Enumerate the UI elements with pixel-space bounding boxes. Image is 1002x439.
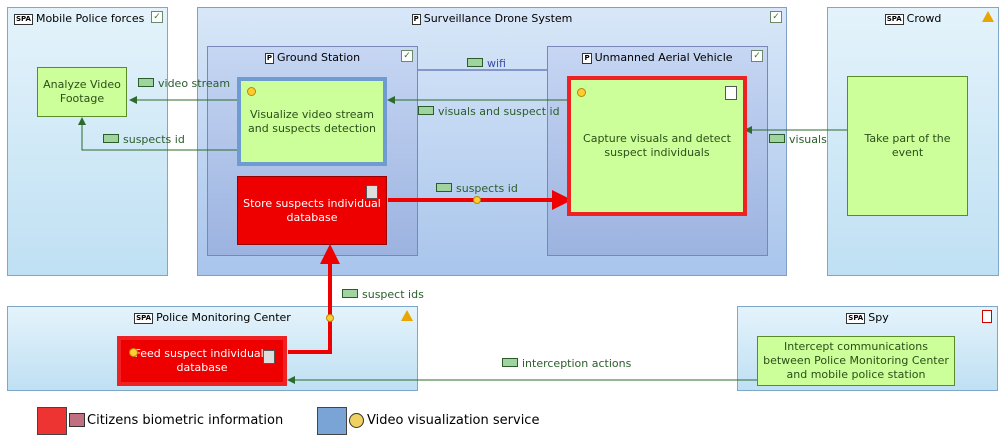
status-dot-icon (129, 348, 138, 357)
legend-label-video-visualization: Video visualization service (367, 413, 540, 428)
exchange-label-suspect-ids: suspect ids (342, 288, 424, 301)
warning-icon (401, 310, 413, 321)
function-capture-visuals[interactable]: Capture visuals and detect suspect indiv… (567, 76, 747, 216)
check-icon: ✓ (751, 50, 763, 62)
port-icon (436, 183, 452, 192)
actor-label: Mobile Police forces (35, 12, 145, 25)
link-dot (473, 196, 481, 204)
function-label: Store suspects individual database (243, 196, 381, 224)
exchange-label-video-stream: video stream (138, 77, 230, 90)
subsystem-tag: P (582, 53, 592, 64)
exchange-label-visuals-and-suspect-id: visuals and suspect id (418, 105, 560, 118)
function-visualize-video-stream[interactable]: Visualize video stream and suspects dete… (237, 77, 387, 166)
check-icon: ✓ (151, 11, 163, 23)
function-label: Analyze Video Footage (43, 78, 121, 105)
exchange-label-wifi: wifi (467, 57, 506, 70)
port-icon (418, 106, 434, 115)
exchange-label-visuals: visuals (769, 133, 827, 146)
status-dot-icon (577, 88, 586, 97)
database-icon (263, 350, 275, 364)
function-analyze-video-footage[interactable]: Analyze Video Footage (37, 67, 127, 117)
link-suspects-id-left (78, 117, 238, 151)
status-dot-icon (247, 87, 256, 96)
legend-swatch-citizens-biometric (37, 407, 67, 435)
port-icon (138, 78, 154, 87)
actor-label: Crowd (906, 12, 942, 25)
function-intercept-communications[interactable]: Intercept communications between Police … (757, 336, 955, 386)
port-icon (502, 358, 518, 367)
function-label: Take part of the event (864, 132, 951, 159)
subsystem-label: Unmanned Aerial Vehicle (594, 51, 733, 64)
actor-tag: SPA (884, 14, 904, 25)
actor-label: Police Monitoring Center (156, 311, 291, 324)
check-icon: ✓ (770, 11, 782, 23)
actor-tag: SPA (134, 313, 154, 324)
error-icon (982, 310, 992, 323)
legend-icon (349, 413, 364, 428)
port-icon (467, 58, 483, 67)
actor-label: Spy (868, 311, 889, 324)
function-label: Feed suspect individuals database (134, 347, 270, 374)
port-icon (769, 134, 785, 143)
actor-tag: SPA (846, 313, 866, 324)
function-store-suspects-database[interactable]: Store suspects individual database (237, 176, 387, 245)
check-icon: ✓ (401, 50, 413, 62)
actor-tag: SPA (14, 14, 33, 25)
legend-label-citizens-biometric: Citizens biometric information (87, 413, 284, 428)
system-tag: P (411, 14, 421, 25)
port-icon (103, 134, 119, 143)
link-suspect-ids (288, 244, 340, 354)
warning-icon (982, 11, 994, 22)
function-feed-suspect-database[interactable]: Feed suspect individuals database (117, 336, 287, 386)
exchange-label-suspects-id-mid: suspects id (436, 182, 518, 195)
function-label: Intercept communications between Police … (763, 340, 949, 381)
function-label: Visualize video stream and suspects dete… (248, 107, 376, 135)
exchange-label-interception-actions: interception actions (502, 357, 631, 370)
function-label: Capture visuals and detect suspect indiv… (583, 132, 731, 159)
subsystem-label: Ground Station (277, 51, 361, 64)
link-dot (326, 314, 334, 322)
exchange-label-suspects-id: suspects id (103, 133, 185, 146)
database-icon (366, 185, 378, 199)
legend-icon (69, 413, 85, 427)
subsystem-tag: P (264, 53, 275, 64)
note-icon (725, 86, 737, 100)
legend-swatch-video-visualization (317, 407, 347, 435)
port-icon (342, 289, 358, 298)
function-take-part-of-event[interactable]: Take part of the event (847, 76, 968, 216)
system-label: Surveillance Drone System (423, 12, 573, 25)
